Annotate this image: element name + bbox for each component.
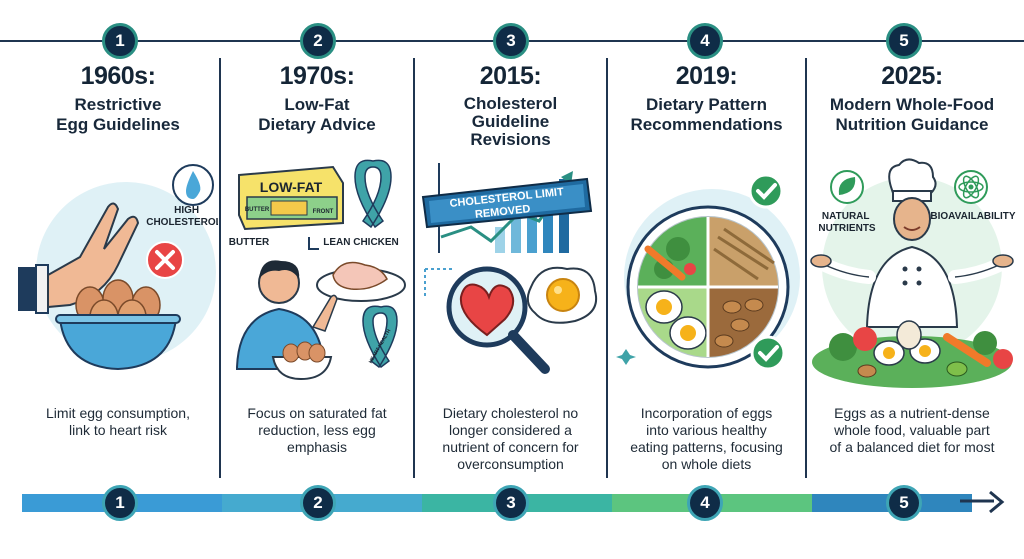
pointer-arrow [308, 237, 319, 250]
lean-chicken-label: LEAN CHICKEN [323, 237, 399, 248]
column-year: 2015: [479, 62, 542, 90]
check-icon-bottom [750, 335, 786, 371]
timeline-column-2019: 2019: Dietary Pattern Recommendations [608, 62, 805, 482]
atom-icon [954, 170, 988, 204]
timeline-column-2015: 2015: Cholesterol Guideline Revisions CH… [415, 62, 606, 482]
high-cholesterol-line2: CHOLESTEROL [146, 217, 218, 228]
restrictive-egg-illustration: HIGH CHOLESTEROL [18, 157, 218, 397]
timeline-column-2025: 2025: Modern Whole-Food Nutrition Guidan… [807, 62, 1017, 482]
timeline-arrow-icon [960, 490, 1005, 514]
bottom-step-marker-4: 4 [687, 485, 723, 521]
column-title: Modern Whole-Food Nutrition Guidance [829, 95, 995, 134]
column-year: 1960s: [80, 62, 156, 90]
timeline-column-1960s: 1960s: Restrictive Egg Guidelines HIGH C… [18, 62, 218, 482]
column-year: 2025: [881, 62, 943, 90]
high-cholesterol-line1: HIGH [174, 205, 199, 216]
water-drop-icon [172, 164, 214, 206]
egg-bowl-icon [55, 279, 181, 371]
bottom-step-marker-5: 5 [886, 485, 922, 521]
banner-line-2: REMOVED [474, 203, 531, 221]
column-description: Eggs as a nutrient-dense whole food, val… [829, 405, 995, 455]
magnifier-heart-icon [446, 266, 550, 374]
natural-nutrients-line2: NUTRIENTS [818, 223, 876, 234]
healthy-plate-icon [626, 205, 790, 369]
leaf-icon [830, 170, 864, 204]
column-divider-2 [413, 58, 415, 478]
low-fat-illustration: LOW-FAT BUTTER FRONT BUTTER LEAN CHICKEN [221, 157, 413, 397]
person-eating-icon [236, 260, 338, 381]
column-title: Cholesterol Guideline Revisions [463, 94, 558, 149]
butter-box-icon: LOW-FAT BUTTER FRONT [238, 165, 344, 231]
whole-food-chef-illustration: NATURAL NUTRIENTS BIOAVAILABILITY [807, 157, 1017, 397]
cholesterol-revision-illustration: CHOLESTEROL LIMIT REMOVED [415, 157, 606, 397]
heart-health-ribbon-icon: HEART HEALTH [362, 305, 398, 369]
box-butter-small: BUTTER [245, 207, 270, 213]
column-divider-1 [219, 58, 221, 478]
sparkle-icon [616, 349, 636, 365]
column-year: 2019: [675, 62, 738, 90]
column-year: 1970s: [279, 62, 355, 90]
bottom-step-marker-3: 3 [493, 485, 529, 521]
bottom-step-marker-1: 1 [102, 485, 138, 521]
dotted-connector [424, 268, 455, 297]
natural-nutrients-line1: NATURAL [822, 211, 869, 222]
bioavailability-label: BIOAVAILABILITY [930, 211, 1016, 222]
column-description: Limit egg consumption, link to heart ris… [46, 405, 190, 438]
top-step-marker-4: 4 [687, 23, 723, 59]
top-step-marker-5: 5 [886, 23, 922, 59]
column-title: Dietary Pattern Recommendations [630, 95, 783, 134]
column-divider-3 [606, 58, 608, 478]
high-cholesterol-label: HIGH CHOLESTEROL [146, 205, 218, 228]
butter-label: BUTTER [229, 237, 270, 248]
column-description: Dietary cholesterol no longer considered… [442, 405, 579, 472]
healthy-plate-illustration [608, 157, 805, 397]
bottom-step-marker-2: 2 [300, 485, 336, 521]
top-step-marker-2: 2 [300, 23, 336, 59]
column-description: Incorporation of eggs into various healt… [630, 405, 783, 472]
cholesterol-limit-banner: CHOLESTEROL LIMIT REMOVED [421, 177, 593, 229]
chef-icon [810, 158, 1014, 328]
column-description: Focus on saturated fat reduction, less e… [247, 405, 387, 455]
top-step-marker-3: 3 [493, 23, 529, 59]
timeline-column-1970s: 1970s: Low-Fat Dietary Advice LOW-FAT BU… [221, 62, 413, 482]
fried-egg-icon [526, 266, 597, 324]
column-divider-4 [805, 58, 807, 478]
top-step-marker-1: 1 [102, 23, 138, 59]
column-title: Restrictive Egg Guidelines [56, 95, 180, 134]
box-front-small: FRONT [313, 209, 334, 215]
no-cross-icon [146, 241, 184, 279]
stop-hand-icon [18, 202, 140, 314]
whole-foods-pile-icon [812, 320, 1013, 388]
column-title: Low-Fat Dietary Advice [258, 95, 376, 134]
natural-nutrients-label: NATURAL NUTRIENTS [818, 211, 876, 234]
check-icon-top [748, 173, 784, 209]
low-fat-box-label: LOW-FAT [260, 179, 323, 195]
awareness-ribbon-icon [354, 159, 392, 229]
chicken-plate-icon [316, 261, 406, 302]
